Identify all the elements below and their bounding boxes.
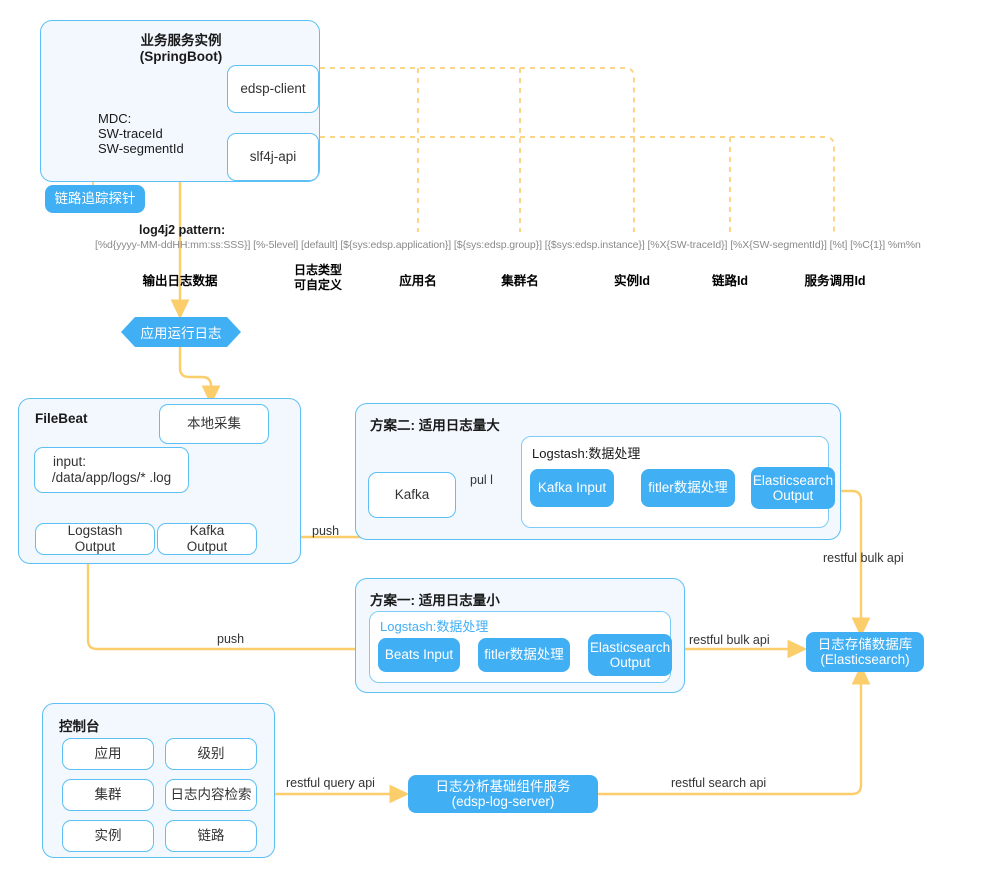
pattern-legend-1-line0: 日志类型 xyxy=(293,263,342,277)
restful-bulk-api-mid-label: restful bulk api xyxy=(689,633,770,647)
console-button-2[interactable]: 集群 xyxy=(62,779,154,811)
edsp-client-label: edsp-client xyxy=(240,81,306,97)
console-button-3-label: 日志内容检索 xyxy=(170,787,252,803)
console-button-5[interactable]: 链路 xyxy=(165,820,257,852)
pattern-legend-3: 集群名 xyxy=(485,270,555,289)
logstash-output-line2: Output xyxy=(74,539,116,554)
solution1-stage-0[interactable]: Beats Input xyxy=(378,638,460,672)
pattern-legend-1-line1: 可自定义 xyxy=(293,278,342,292)
pattern-legend-4-line0: 实例Id xyxy=(613,274,651,288)
restful-bulk-api-right-label: restful bulk api xyxy=(823,551,904,565)
es-store-line1: 日志存储数据库 xyxy=(817,636,913,652)
pattern-legend-4: 实例Id xyxy=(597,270,667,289)
service-panel-title-line1: 业务服务实例 xyxy=(140,33,222,48)
log4j2-pattern-text: [%d{yyyy-MM-ddHH:mm:ss:SSS}] [%-5level] … xyxy=(95,239,921,251)
solution2-title: 方案二: 适用日志量大 xyxy=(370,418,500,433)
local-collect-box[interactable]: 本地采集 xyxy=(159,404,269,444)
pattern-legend-1: 日志类型 可自定义 xyxy=(283,263,353,293)
restful-query-api-label: restful query api xyxy=(286,776,375,790)
push-bottom-label: push xyxy=(217,632,245,646)
solution2-stage-0-label: Kafka Input xyxy=(537,480,607,496)
kafka-output-line2: Output xyxy=(186,539,228,554)
app-runtime-log-label: 应用运行日志 xyxy=(140,326,222,341)
log4j2-pattern-heading: log4j2 pattern: xyxy=(139,223,226,237)
filebeat-input-line2: /data/app/logs/* .log xyxy=(51,470,172,485)
mdc-label-line1: MDC: xyxy=(98,111,132,126)
solution1-logstash-title: Logstash:数据处理 xyxy=(380,619,489,634)
pattern-legend-5-line0: 链路Id xyxy=(711,274,749,288)
solution1-stage-2-line1: Elasticsearch xyxy=(589,639,671,655)
pattern-legend-5: 链路Id xyxy=(695,270,765,289)
log-server-node[interactable]: 日志分析基础组件服务 (edsp-log-server) xyxy=(408,775,598,813)
filebeat-input-box[interactable]: input: /data/app/logs/* .log xyxy=(34,447,189,493)
filebeat-title: FileBeat xyxy=(35,411,88,426)
app-runtime-log-node[interactable]: 应用运行日志 xyxy=(121,317,241,347)
service-panel-title-line2: (SpringBoot) xyxy=(139,49,223,64)
solution2-stage-0[interactable]: Kafka Input xyxy=(530,469,614,507)
solution2-logstash-title: Logstash:数据处理 xyxy=(532,446,641,461)
console-button-5-label: 链路 xyxy=(197,828,225,844)
console-button-4-label: 实例 xyxy=(94,828,122,844)
slf4j-api-label: slf4j-api xyxy=(249,149,297,165)
solution2-stage-2-line1: Elasticsearch xyxy=(752,472,834,488)
pattern-legend-6-line0: 服务调用Id xyxy=(804,274,866,288)
pattern-legend-3-line0: 集群名 xyxy=(501,274,539,288)
console-button-4[interactable]: 实例 xyxy=(62,820,154,852)
pattern-legend-6: 服务调用Id xyxy=(795,270,875,289)
pattern-legend-0-line0: 输出日志数据 xyxy=(142,274,218,288)
solution2-logstash-group: Logstash:数据处理 Kafka Input fitler数据处理 Ela… xyxy=(521,436,835,528)
trace-probe-label: 链路追踪探针 xyxy=(54,191,136,207)
filebeat-panel: FileBeat 本地采集 input: /data/app/logs/* .l… xyxy=(18,398,301,564)
pattern-legend-0: 输出日志数据 xyxy=(120,270,240,289)
pattern-legend-2: 应用名 xyxy=(383,270,453,289)
pull-edge-label: pul l xyxy=(470,473,493,487)
solution1-logstash-group: Logstash:数据处理 Beats Input fitler数据处理 Ela… xyxy=(369,611,672,683)
restful-search-api-label: restful search api xyxy=(671,776,767,790)
console-button-2-label: 集群 xyxy=(94,787,122,803)
log-server-line2: (edsp-log-server) xyxy=(451,794,555,809)
console-button-1[interactable]: 级别 xyxy=(165,738,257,770)
filebeat-input-line1: input: xyxy=(53,454,87,470)
solution1-stage-1[interactable]: fitler数据处理 xyxy=(478,638,570,672)
es-store-line2: (Elasticsearch) xyxy=(820,652,910,667)
slf4j-api-box[interactable]: slf4j-api xyxy=(227,133,319,181)
edsp-client-box[interactable]: edsp-client xyxy=(227,65,319,113)
solution1-stage-2[interactable]: Elasticsearch Output xyxy=(588,634,672,676)
kafka-label: Kafka xyxy=(394,487,430,503)
mdc-label-line2: SW-traceId xyxy=(98,126,163,141)
console-title: 控制台 xyxy=(59,719,100,734)
console-panel: 控制台 应用 级别 集群 日志内容检索 实例 链路 xyxy=(42,703,275,858)
solution2-panel: 方案二: 适用日志量大 Kafka Logstash:数据处理 Kafka In… xyxy=(355,403,841,540)
service-panel-title: 业务服务实例 (SpringBoot) xyxy=(101,29,261,64)
pattern-legend-2-line0: 应用名 xyxy=(399,274,437,288)
solution1-stage-2-line2: Output xyxy=(609,655,651,670)
push-top-label: push xyxy=(312,524,340,538)
kafka-output-box[interactable]: Kafka Output xyxy=(157,523,257,555)
console-button-0-label: 应用 xyxy=(94,746,122,762)
solution2-stage-1[interactable]: fitler数据处理 xyxy=(641,469,735,507)
service-instance-panel: 业务服务实例 (SpringBoot) MDC: SW-traceId SW-s… xyxy=(40,20,320,182)
solution1-stage-0-label: Beats Input xyxy=(384,647,454,663)
kafka-box[interactable]: Kafka xyxy=(368,472,456,518)
trace-probe-badge[interactable]: 链路追踪探针 xyxy=(45,185,145,213)
console-button-1-label: 级别 xyxy=(197,746,225,762)
solution2-stage-2-line2: Output xyxy=(772,488,814,503)
solution1-stage-1-label: fitler数据处理 xyxy=(484,647,564,663)
solution2-stage-2[interactable]: Elasticsearch Output xyxy=(751,467,835,509)
kafka-output-line1: Kafka xyxy=(189,523,225,539)
mdc-label-group: MDC: SW-traceId SW-segmentId xyxy=(98,111,184,156)
logstash-output-box[interactable]: Logstash Output xyxy=(35,523,155,555)
mdc-label-line3: SW-segmentId xyxy=(98,141,184,156)
console-button-0[interactable]: 应用 xyxy=(62,738,154,770)
solution1-title: 方案一: 适用日志量小 xyxy=(370,593,500,608)
solution2-stage-1-label: fitler数据处理 xyxy=(648,480,728,496)
solution1-panel: 方案一: 适用日志量小 Logstash:数据处理 Beats Input fi… xyxy=(355,578,685,693)
local-collect-label: 本地采集 xyxy=(187,416,241,432)
es-store-node[interactable]: 日志存储数据库 (Elasticsearch) xyxy=(806,632,924,672)
logstash-output-line1: Logstash xyxy=(67,523,123,539)
console-button-3[interactable]: 日志内容检索 xyxy=(165,779,257,811)
log-server-line1: 日志分析基础组件服务 xyxy=(435,778,571,794)
